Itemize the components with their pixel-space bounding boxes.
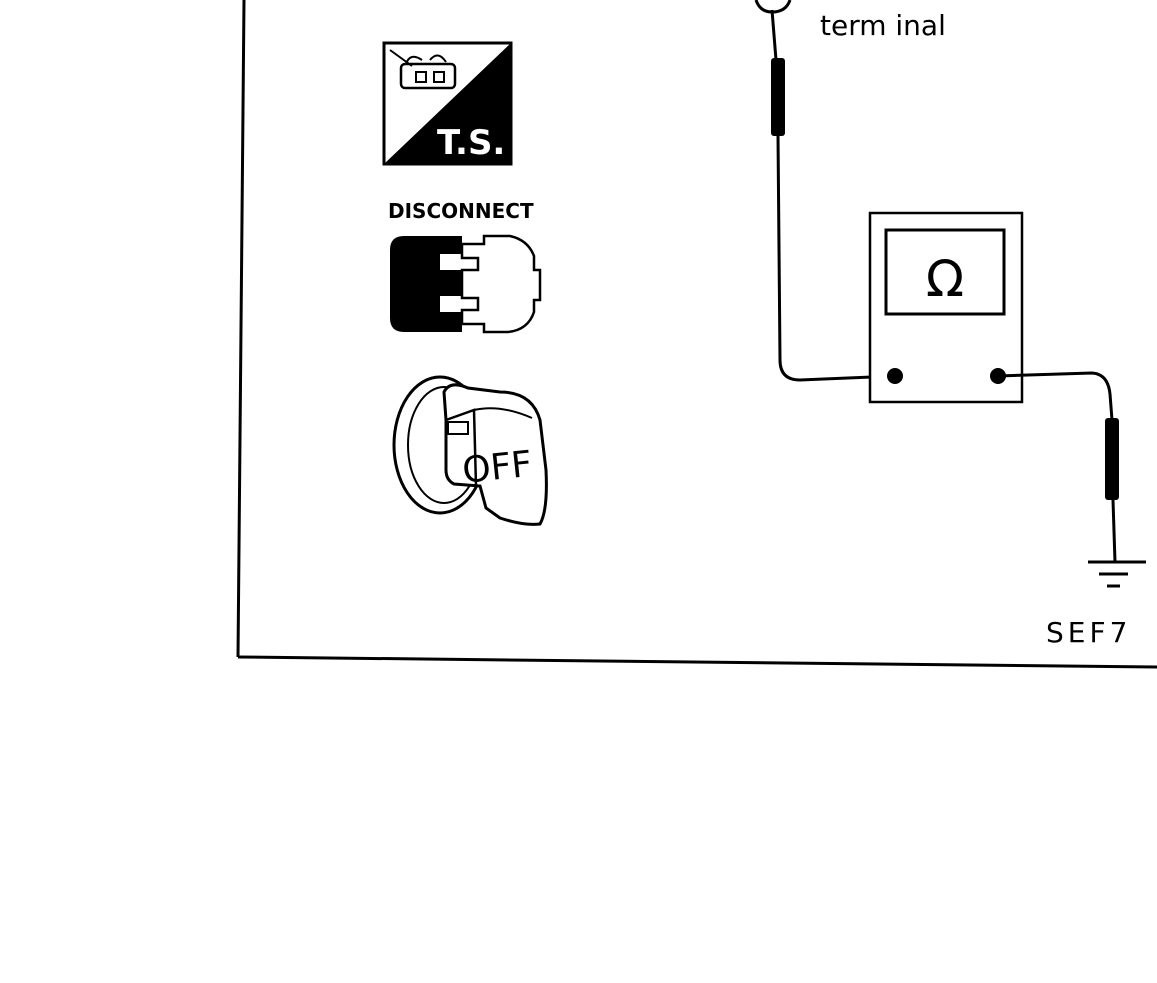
frame-bottom-border: [237, 655, 1157, 669]
probe-lead-wire: [778, 359, 896, 382]
ohmmeter-icon: Ω: [868, 211, 1024, 404]
meter-terminal-left: [887, 368, 903, 384]
ground-icon: [1088, 560, 1146, 588]
ignition-key-off-icon: OFF: [392, 375, 548, 526]
ignition-off-label: OFF: [460, 444, 534, 492]
tester-symbol-icon: T.S.: [382, 41, 513, 166]
terminal-label: term inal: [820, 9, 946, 42]
figure-code: SEF7: [1046, 616, 1131, 649]
terminal-probe: [754, 0, 792, 361]
disconnect-connector-icon: DISCONNECT: [388, 199, 542, 334]
disconnect-label: DISCONNECT: [388, 199, 534, 223]
tester-symbol-label: T.S.: [437, 123, 505, 163]
ground-lead-wire: [997, 371, 1114, 421]
ground-probe: [1105, 418, 1119, 500]
ohmmeter-symbol: Ω: [926, 250, 964, 308]
frame-left-border: [236, 0, 246, 658]
